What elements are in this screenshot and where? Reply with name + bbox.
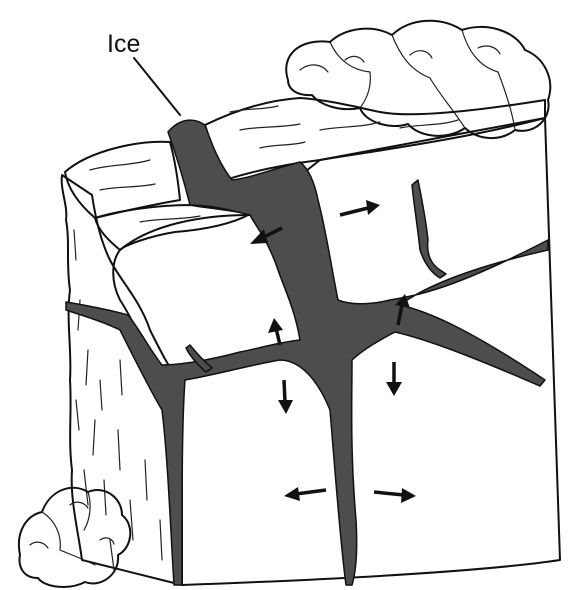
arrow-lower-left bbox=[284, 487, 326, 501]
arrow-down-left-block bbox=[278, 380, 293, 414]
arrow-down-right-block bbox=[386, 362, 402, 396]
ice-wedge bbox=[66, 120, 548, 585]
ice-leader-line bbox=[134, 58, 180, 115]
ice-label-group: Ice bbox=[107, 30, 180, 115]
ice-label: Ice bbox=[107, 30, 140, 58]
arrow-upper-right bbox=[340, 200, 380, 215]
arrow-up-left-block bbox=[268, 318, 283, 345]
arrow-lower-right bbox=[374, 488, 416, 503]
top-boulders bbox=[286, 21, 550, 138]
bottom-boulders bbox=[19, 488, 130, 587]
